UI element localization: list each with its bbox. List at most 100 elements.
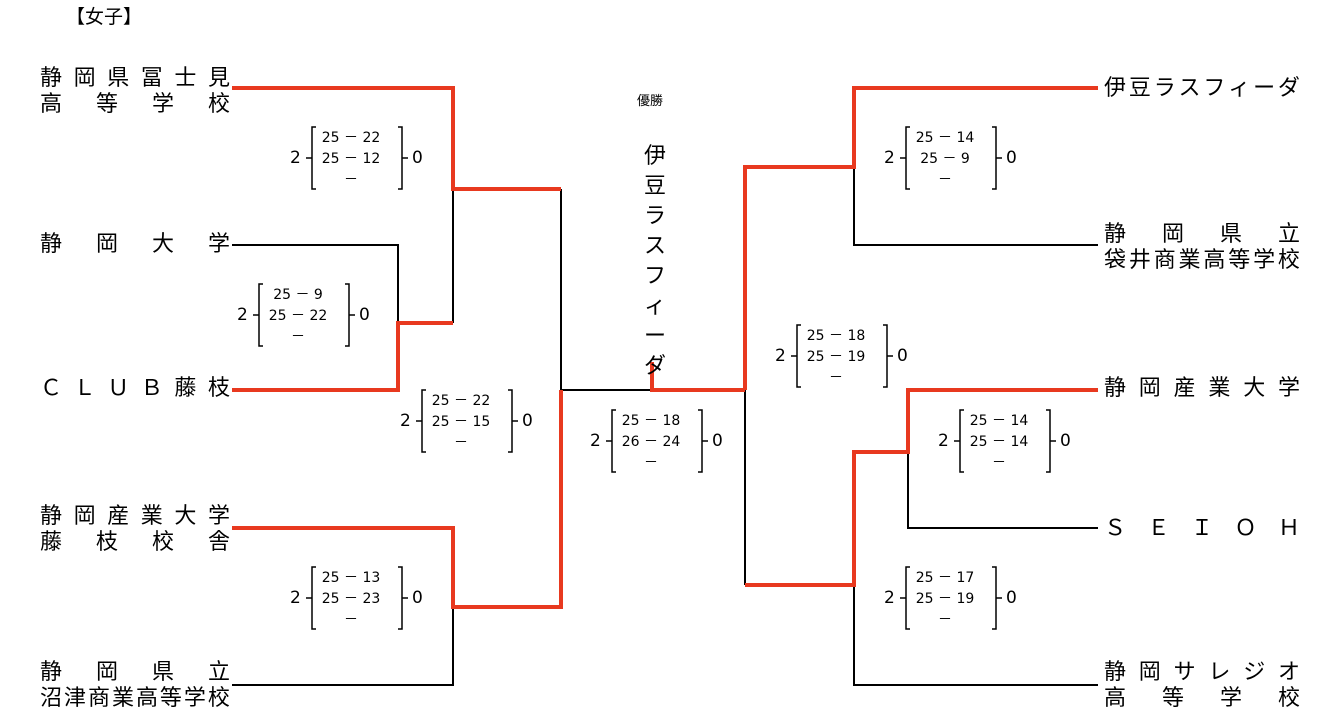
team-char: 大: [174, 504, 197, 529]
team-char: 学: [1253, 248, 1276, 273]
team-char: ダ: [1277, 76, 1300, 101]
sets-won-left: 2: [400, 411, 411, 431]
set-score: －: [829, 370, 843, 386]
set-score: 25 － 22: [321, 130, 381, 146]
team-left-5-line2: 沼津商業高等学校: [40, 686, 230, 712]
line-right-2: [853, 167, 1098, 246]
winner-lines: [232, 86, 1098, 609]
team-right-1: 伊豆ラスフィーダ: [1104, 76, 1300, 102]
team-left-4-line1: 静岡産業大学: [40, 504, 230, 530]
sets-won-right: 0: [1006, 148, 1017, 168]
team-char: 学: [151, 92, 174, 117]
team-char: ィ: [1228, 76, 1251, 101]
team-char: 津: [63, 686, 86, 711]
team-char: 静: [1104, 222, 1127, 247]
set-score: 25 － 14: [915, 130, 975, 146]
win-left-1: [232, 86, 561, 191]
team-char: 商: [1153, 248, 1176, 273]
team-char: 等: [95, 92, 118, 117]
team-char: Ｅ: [1147, 516, 1170, 541]
team-char: 袋: [1104, 248, 1127, 273]
team-char: 業: [140, 504, 163, 529]
sets-won-left: 2: [938, 431, 949, 451]
team-char: 士: [174, 66, 197, 91]
team-char: Ｈ: [1277, 516, 1300, 541]
sets-won-left: 2: [884, 148, 895, 168]
team-char: 沼: [40, 686, 63, 711]
sets-won-right: 0: [412, 148, 423, 168]
sets-won-left: 2: [290, 148, 301, 168]
sets-won-right: 0: [897, 346, 908, 366]
set-score: 25 － 22: [268, 308, 328, 324]
team-char: 等: [1161, 686, 1184, 711]
team-char: 大: [151, 232, 174, 257]
team-char: 岡: [73, 66, 96, 91]
team-char: サ: [1173, 660, 1196, 685]
team-char: 静: [40, 66, 63, 91]
champion-char: ー: [644, 324, 667, 349]
set-score: －: [938, 612, 952, 628]
set-score: 25 － 19: [806, 349, 866, 365]
line-left-2: [232, 244, 399, 323]
loser-lines: [232, 167, 1098, 686]
team-char: ジ: [1243, 660, 1266, 685]
team-char: 岡: [73, 504, 96, 529]
team-char: 静: [1104, 376, 1127, 401]
team-right-5: 静岡サレジオ 高等学校: [1104, 660, 1300, 712]
sets-won-right: 0: [522, 411, 533, 431]
sets-won-right: 0: [1006, 588, 1017, 608]
champion-char: フ: [644, 264, 667, 289]
team-char: 高: [135, 686, 158, 711]
team-char: 等: [159, 686, 182, 711]
team-char: 産: [107, 504, 130, 529]
line-right-5: [853, 585, 1098, 686]
team-left-1-line2: 高等学校: [40, 92, 230, 118]
champion-char: ラ: [644, 204, 667, 229]
team-char: Ｌ: [73, 376, 96, 401]
team-char: 業: [111, 686, 134, 711]
line-right-4: [907, 452, 1098, 529]
team-char: 学: [207, 232, 230, 257]
team-char: 学: [183, 686, 206, 711]
team-char: 静: [1104, 660, 1127, 685]
team-char: Ｉ: [1190, 516, 1213, 541]
team-right-2: 静岡県立 袋井商業高等学校: [1104, 222, 1300, 274]
team-char: 高: [1104, 686, 1127, 711]
set-score: 25 － 19: [915, 591, 975, 607]
team-char: Ｂ: [140, 376, 163, 401]
set-score: －: [454, 435, 468, 451]
team-char: 枝: [95, 530, 118, 555]
set-score: 25 － 17: [915, 570, 975, 586]
set-score: －: [644, 455, 658, 471]
champion-char: ダ: [644, 354, 667, 379]
team-left-4-line2: 藤枝校舎: [40, 530, 230, 556]
team-char: 藤: [40, 530, 63, 555]
team-char: 校: [207, 92, 230, 117]
champion-char: 豆: [644, 174, 667, 199]
team-char: 冨: [140, 66, 163, 91]
team-char: 産: [1173, 376, 1196, 401]
team-char: 校: [207, 686, 230, 711]
team-char: ー: [1253, 76, 1276, 101]
team-right-2-line2: 袋井商業高等学校: [1104, 248, 1300, 274]
team-char: 立: [207, 660, 230, 685]
page-title: 【女子】: [66, 6, 143, 28]
win-left-3: [232, 321, 453, 392]
champion-caption: 優勝: [637, 94, 664, 109]
team-right-5-line1: 静岡サレジオ: [1104, 660, 1300, 686]
team-left-4: 静岡産業大学 藤枝校舎: [40, 504, 230, 556]
team-char: 舎: [207, 530, 230, 555]
set-score: 25 － 13: [321, 570, 381, 586]
team-char: レ: [1208, 660, 1231, 685]
team-char: Ｓ: [1104, 516, 1127, 541]
